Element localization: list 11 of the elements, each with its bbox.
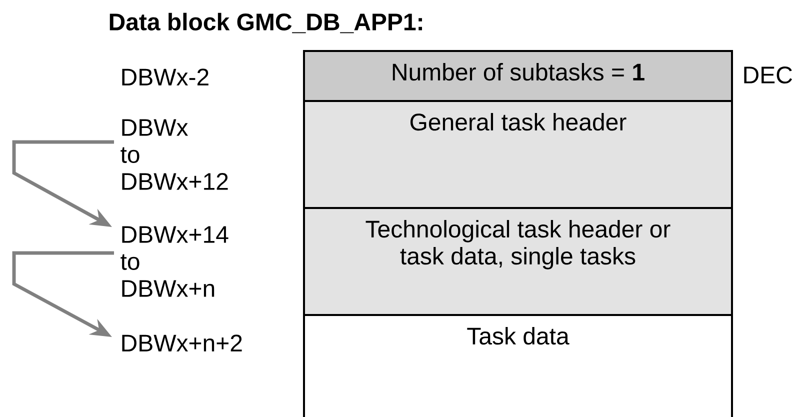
- memory-row: General task header: [303, 100, 733, 209]
- format-label: DEC: [744, 66, 792, 84]
- address-label: DBWx to DBWx+12: [120, 119, 228, 190]
- address-label: DBWx-2: [122, 68, 208, 86]
- title: Data block GMC_DB_APP1:: [110, 12, 422, 34]
- memory-row: Technological task header or task data, single tasks: [303, 207, 733, 316]
- address-label: DBWx+14 to DBWx+n: [120, 226, 228, 297]
- memory-row: Number of subtasks = 1: [303, 50, 733, 102]
- arrow: [12, 251, 114, 337]
- memory-row: Task data: [303, 314, 733, 417]
- address-label: DBWx+n+2: [122, 334, 242, 352]
